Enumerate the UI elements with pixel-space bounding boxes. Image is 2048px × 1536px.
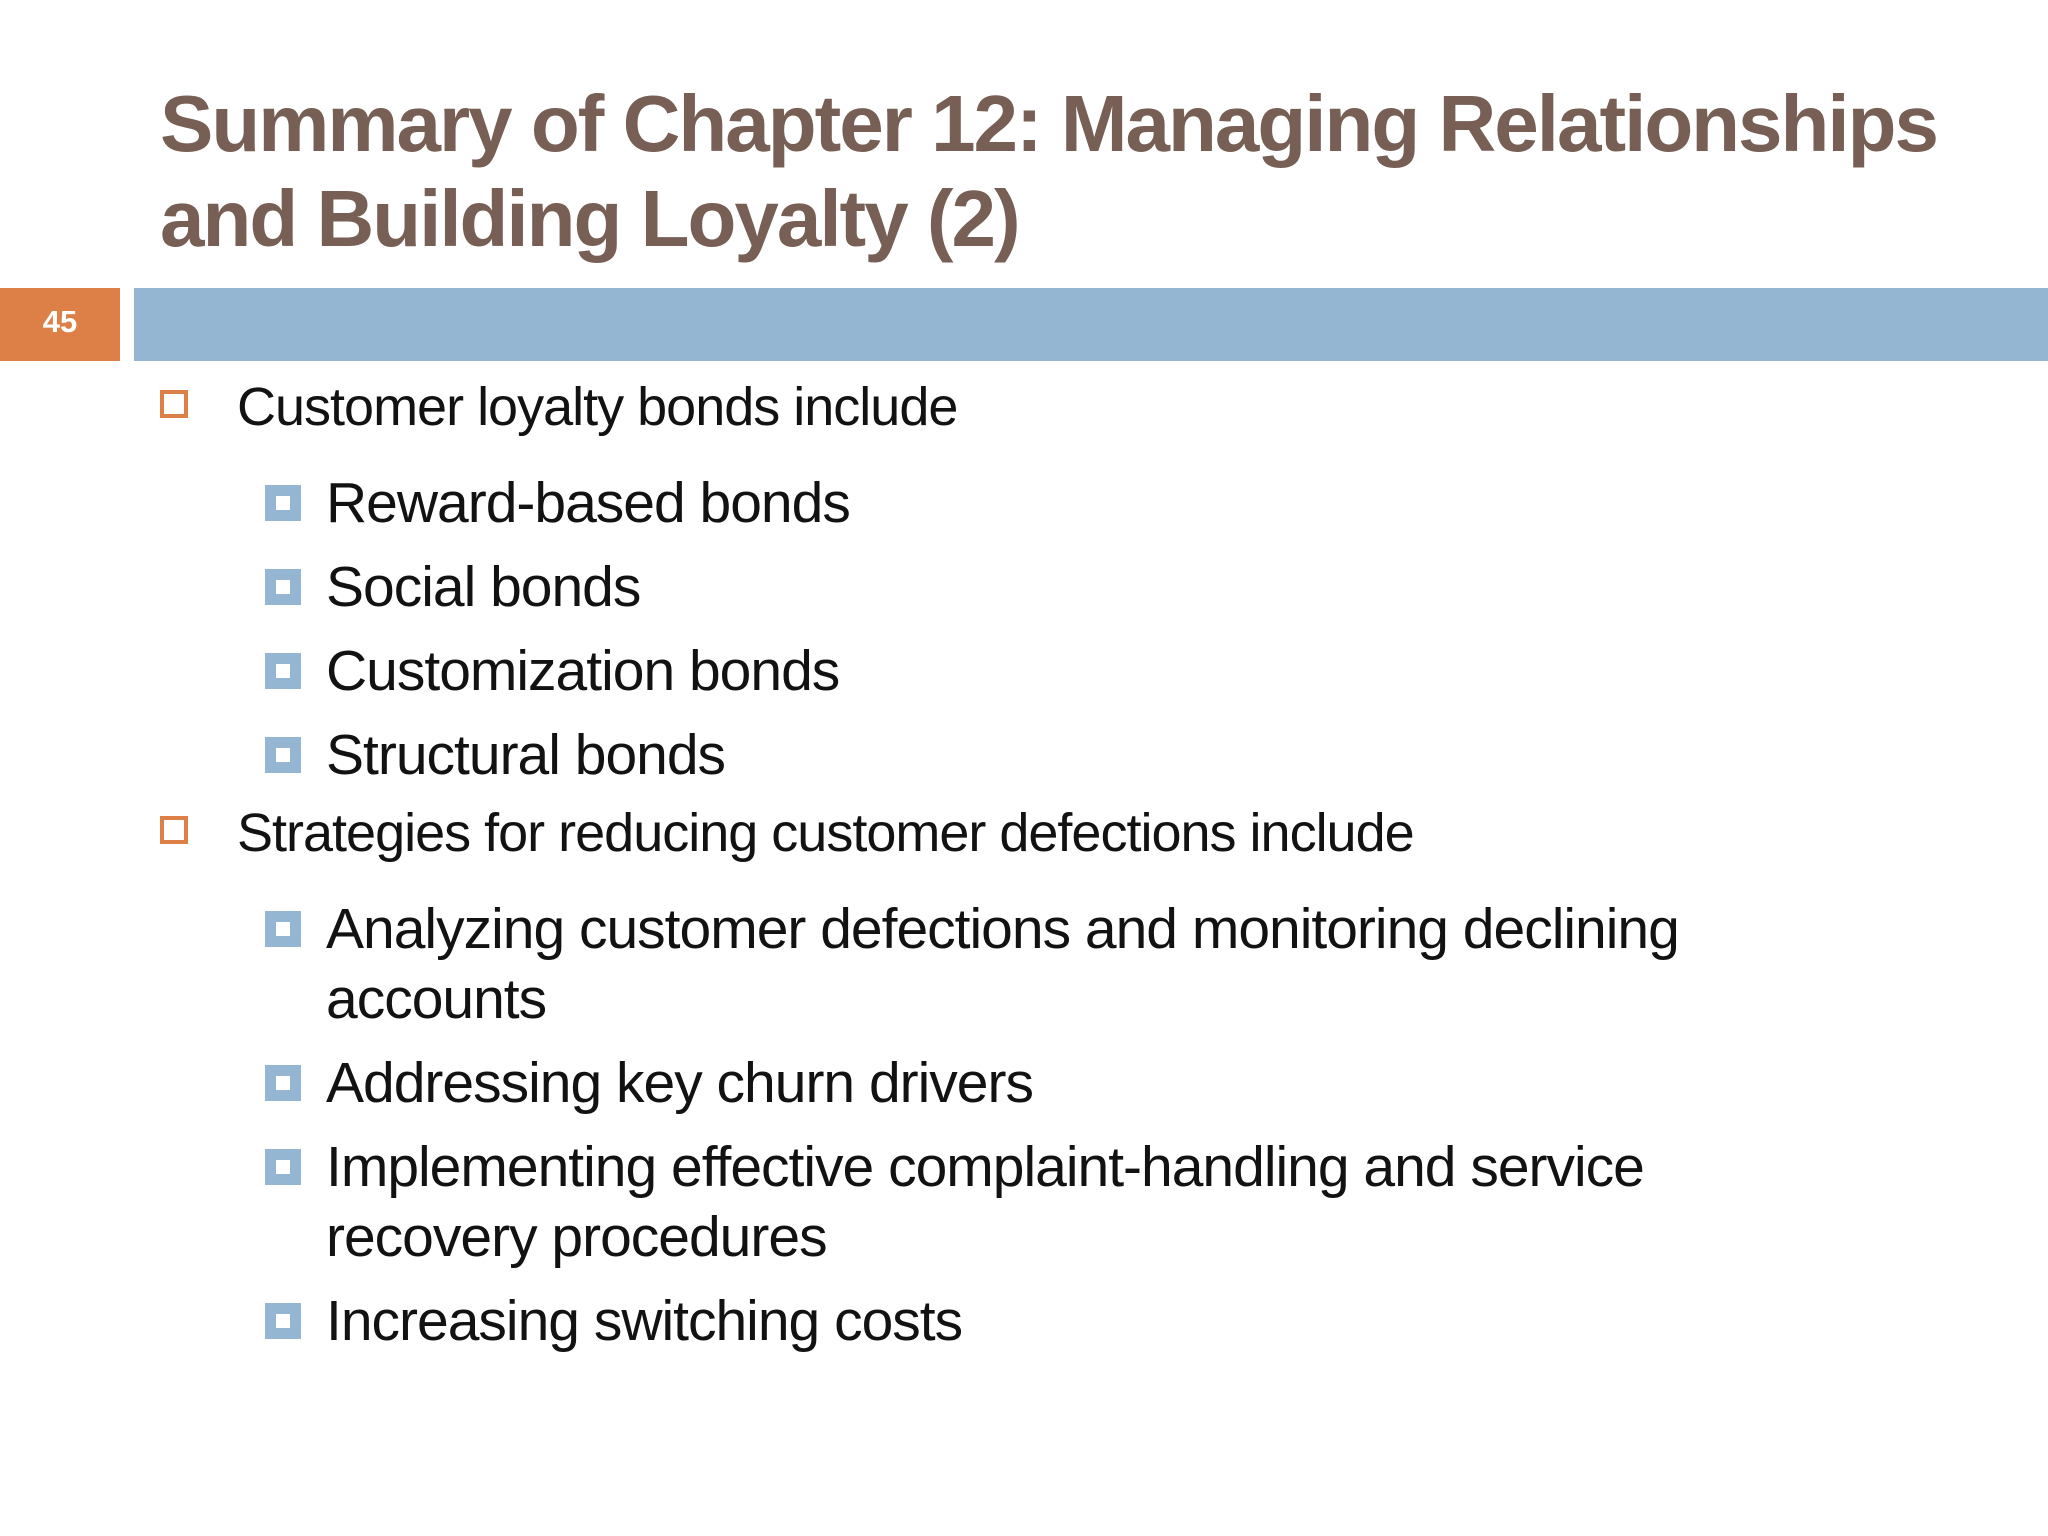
bullet-text-line: Customer loyalty bonds include (237, 377, 958, 437)
bullet-text: Implementing effective complaint-handlin… (326, 1132, 1645, 1272)
blue-square-bullet-icon (265, 569, 301, 605)
bullet-text-line: Analyzing customer defections and monito… (326, 897, 1680, 961)
bullet-text: Reward-based bonds (326, 468, 851, 538)
bullet-item: Increasing switching costs (160, 1286, 1920, 1356)
blue-square-bullet-icon (265, 911, 301, 947)
bullet-text-line: accounts (326, 967, 547, 1031)
bullet-text-line: Social bonds (326, 555, 641, 619)
page-number: 45 (42, 303, 78, 339)
bullet-text-line: Implementing effective complaint-handlin… (326, 1135, 1645, 1199)
blue-square-bullet-icon (265, 1065, 301, 1101)
bullet-text: Increasing switching costs (326, 1286, 963, 1356)
blue-square-bullet-icon (265, 1303, 301, 1339)
bullet-text: Addressing key churn drivers (326, 1048, 1034, 1118)
blue-square-bullet-icon (265, 1149, 301, 1185)
bullet-item: Customization bonds (160, 636, 1920, 706)
bullet-text: Structural bonds (326, 720, 726, 790)
bullet-text-line: recovery procedures (326, 1205, 828, 1269)
slide-title-line-2: and Building Loyalty (2) (160, 174, 1021, 263)
bullet-text-line: Increasing switching costs (326, 1289, 963, 1353)
bullet-text-line: Customization bonds (326, 639, 840, 703)
blue-square-bullet-icon (265, 737, 301, 773)
bullet-text-line: Addressing key churn drivers (326, 1051, 1034, 1115)
blue-square-bullet-icon (265, 485, 301, 521)
bullet-item: Customer loyalty bonds include (160, 372, 1920, 442)
bullet-text-line: Structural bonds (326, 723, 726, 787)
bullet-item: Social bonds (160, 552, 1920, 622)
bullet-text: Analyzing customer defections and monito… (326, 894, 1680, 1034)
bullet-text: Social bonds (326, 552, 641, 622)
bullet-item: Implementing effective complaint-handlin… (160, 1132, 1920, 1272)
header-accent-band (134, 288, 2048, 361)
bullet-item: Strategies for reducing customer defecti… (160, 798, 1920, 868)
bullet-item: Analyzing customer defections and monito… (160, 894, 1920, 1034)
bullet-text: Customization bonds (326, 636, 840, 706)
slide-title: Summary of Chapter 12: Managing Relation… (160, 76, 1939, 266)
bullet-item: Addressing key churn drivers (160, 1048, 1920, 1118)
bullet-text: Strategies for reducing customer defecti… (237, 798, 1415, 868)
blue-square-bullet-icon (265, 653, 301, 689)
orange-hollow-square-bullet-icon (160, 390, 188, 418)
bullet-text-line: Reward-based bonds (326, 471, 851, 535)
slide-title-line-1: Summary of Chapter 12: Managing Relation… (160, 79, 1939, 168)
bullet-item: Reward-based bonds (160, 468, 1920, 538)
bullet-item: Structural bonds (160, 720, 1920, 790)
bullet-text: Customer loyalty bonds include (237, 372, 958, 442)
page-number-box: 45 (0, 288, 120, 361)
orange-hollow-square-bullet-icon (160, 816, 188, 844)
bullet-text-line: Strategies for reducing customer defecti… (237, 803, 1415, 863)
